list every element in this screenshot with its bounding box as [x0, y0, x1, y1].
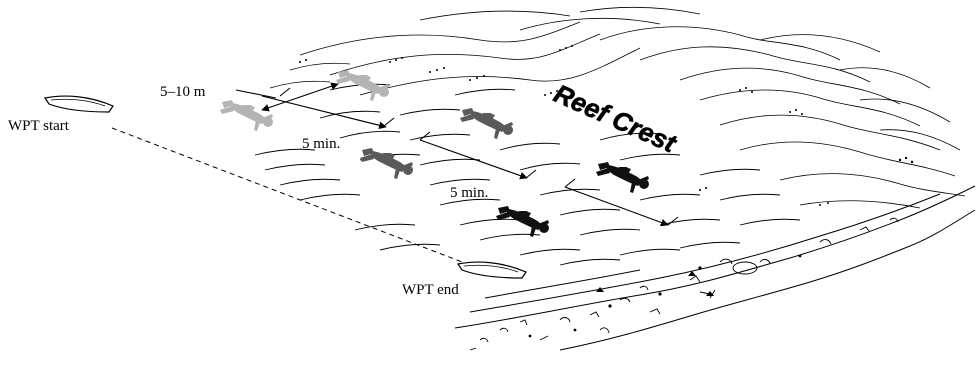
boat-icon: [45, 96, 113, 112]
diver-icon: [596, 162, 649, 193]
diver-icon: [336, 70, 389, 101]
spacing-leader: [236, 90, 276, 98]
diver-icon: [220, 100, 273, 131]
shoreline: [455, 186, 975, 350]
boat-icon: [458, 262, 526, 278]
beach-debris: [470, 218, 898, 350]
diver-icon: [496, 206, 549, 237]
wpt-end-label: WPT end: [402, 282, 459, 298]
spacing-label: 5–10 m: [160, 84, 206, 100]
diver-icon: [360, 148, 413, 179]
wpt-start-label: WPT start: [8, 118, 70, 134]
interval-label-1: 5 min.: [302, 136, 340, 152]
swim-arrow-3: [565, 187, 668, 225]
swim-arrow-2: [420, 140, 527, 178]
water-dashes: [255, 84, 800, 265]
interval-label-2: 5 min.: [450, 185, 488, 201]
boat-transect-line: [112, 128, 470, 265]
reef-crest-label: Reef Crest: [550, 78, 682, 159]
diver-icon: [460, 108, 513, 139]
